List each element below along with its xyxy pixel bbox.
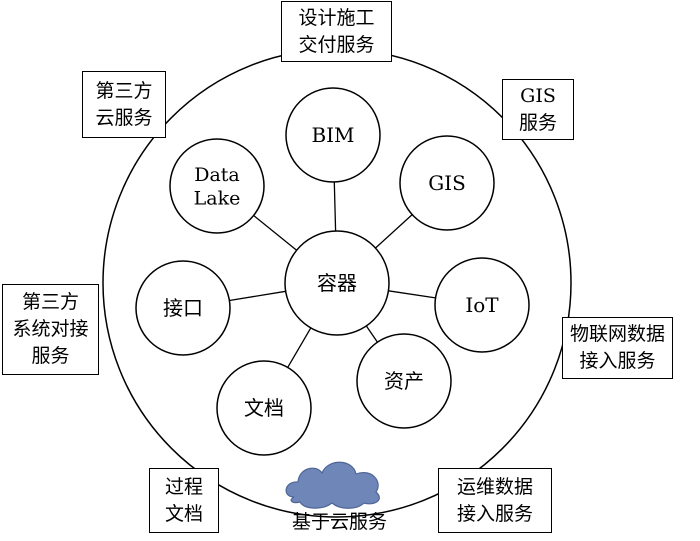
service-box-process-doc: 过程文档 (149, 468, 219, 533)
node-iot-label: IoT (465, 293, 499, 317)
node-doc-circle (216, 360, 312, 456)
node-gis-label: GIS (428, 171, 466, 195)
connector-gis (375, 214, 413, 249)
connector-interface (229, 290, 286, 302)
connector-bim (333, 181, 337, 232)
service-box-design-line: 设计施工 (298, 6, 375, 29)
node-interface-circle (135, 260, 231, 356)
node-gis: GIS (399, 135, 495, 231)
node-datalake-circle (169, 138, 265, 234)
cloud-icon (285, 461, 380, 509)
service-box-third-system: 第三方系统对接服务 (2, 284, 99, 375)
service-box-ops-service-line: 运维数据 (456, 475, 533, 498)
node-asset-label: 资产 (384, 369, 424, 393)
service-box-third-cloud-line: 云服务 (95, 106, 153, 129)
connector-lines (229, 181, 436, 368)
connector-doc (287, 327, 312, 368)
service-box-third-system-line: 第三方 (21, 291, 79, 313)
container-node: 容器 (284, 230, 390, 336)
node-bim: BIM (285, 87, 381, 183)
service-box-iot-service-line: 物联网数据 (569, 323, 665, 345)
node-doc-label: 文档 (244, 396, 284, 420)
service-box-third-cloud: 第三方云服务 (82, 71, 166, 138)
node-asset: 资产 (356, 333, 452, 429)
container-node-circle (284, 230, 390, 336)
service-box-gis-service-line: 服务 (518, 111, 557, 134)
service-box-gis-service-line: GIS (520, 84, 556, 107)
service-box-design: 设计施工交付服务 (281, 1, 392, 62)
node-bim-circle (285, 87, 381, 183)
service-box-process-doc-line: 过程 (164, 475, 203, 498)
service-box-third-cloud-line: 第三方 (95, 79, 153, 102)
node-datalake-label: Lake (194, 188, 241, 210)
service-box-iot-service-line: 接入服务 (579, 350, 656, 372)
connector-datalake (253, 214, 298, 251)
node-iot-circle (434, 257, 530, 353)
node-interface: 接口 (135, 260, 231, 356)
connector-asset (365, 325, 379, 343)
node-gis-circle (399, 135, 495, 231)
service-box-iot-service: 物联网数据接入服务 (562, 317, 673, 379)
node-bim-label: BIM (311, 123, 354, 147)
node-doc: 文档 (216, 360, 312, 456)
service-box-third-system-line: 系统对接 (12, 318, 89, 340)
service-box-third-system-line: 服务 (31, 345, 70, 367)
service-box-ops-service-line: 接入服务 (456, 502, 533, 525)
node-datalake-label: Data (194, 164, 240, 186)
cloud-service-label: 基于云服务 (291, 511, 387, 533)
connector-iot (388, 290, 436, 299)
service-box-ops-service: 运维数据接入服务 (438, 468, 552, 533)
node-interface-label: 接口 (163, 296, 203, 320)
service-box-gis-service: GIS 服务 (502, 79, 574, 140)
node-asset-circle (356, 333, 452, 429)
container-node-label: 容器 (317, 271, 357, 295)
node-iot: IoT (434, 257, 530, 353)
service-box-process-doc-line: 文档 (164, 502, 203, 525)
service-box-design-line: 交付服务 (298, 33, 375, 56)
